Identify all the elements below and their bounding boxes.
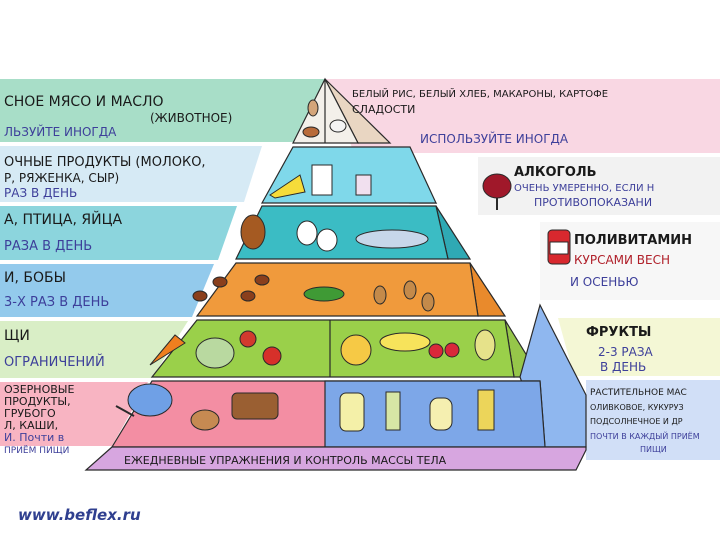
fish-icon [355, 229, 429, 249]
left-panel-meat [0, 79, 325, 142]
carrot-icon [149, 334, 186, 366]
footer-website-link[interactable]: www.beflex.ru [18, 506, 141, 524]
bean-icon [254, 274, 270, 286]
oil-cruet-icon [429, 397, 453, 431]
pastry-icon [307, 99, 319, 117]
right-panel-vitamins-line2: КУРСАМИ ВЕСН [574, 253, 670, 267]
left-panel-grains-line3: ГРУБОГО [4, 407, 56, 420]
glass-of-milk-icon [311, 164, 333, 196]
left-panel-legumes-line2: 3-Х РАЗ В ДЕНЬ [4, 295, 109, 310]
right-panel-alcohol-line3: ПРОТИВОПОКАЗАНИ [534, 196, 652, 209]
right-panel-oils [586, 380, 720, 460]
left-panel-legumes-line1: И, БОБЫ [4, 270, 66, 286]
egg-icon [296, 220, 318, 246]
left-panel-legumes [0, 264, 214, 317]
left-panel-dairy [0, 146, 262, 202]
right-panel-fruits [558, 318, 720, 376]
right-panel-oils-line3: ПОДСОЛНЕЧНОЕ И ДР [590, 417, 683, 426]
oil-jug-icon [339, 392, 365, 432]
yogurt-icon [355, 174, 372, 196]
cabbage-icon [195, 337, 235, 369]
tier-dairy [260, 146, 437, 204]
left-panel-grains-line1: ОЗЕРНОВЫЕ [4, 383, 74, 396]
right-panel-vitamins-title: ПОЛИВИТАМИН [574, 233, 692, 248]
right-panel-alcohol [478, 157, 720, 215]
tomato-icon [239, 330, 257, 348]
burger-icon [302, 126, 320, 138]
left-panel-meat-line1: СНОЕ МЯСО И МАСЛО [4, 94, 164, 110]
left-panel-grains-line2: ПРОДУКТЫ, [4, 395, 71, 408]
oil-bottle-icon [385, 391, 401, 431]
right-panel-oils-line4: ПОЧТИ В КАЖДЫЙ ПРИЁМ [590, 430, 700, 441]
pyramid-base [84, 446, 587, 471]
orange-slice-icon [340, 334, 372, 366]
left-panels [0, 79, 325, 446]
right-panels [326, 79, 720, 460]
egg-icon [316, 228, 338, 252]
left-panel-grains [0, 382, 148, 446]
peanut-icon [421, 292, 435, 312]
strawberry-icon [444, 342, 460, 358]
right-panel-vitamins-line3: И ОСЕНЬЮ [570, 275, 638, 289]
left-text: СНОЕ МЯСО И МАСЛО (ЖИВОТНОЕ) ЛЬЗУЙТЕ ИНО… [4, 94, 232, 456]
right-panel-fruits-line3: В ДЕНЬ [600, 360, 646, 374]
bean-icon [192, 290, 208, 302]
left-panel-vegetables-line2: ОГРАНИЧЕНИЙ [4, 354, 105, 370]
left-panel-protein [0, 206, 237, 260]
peanut-icon [373, 285, 387, 305]
right-panel-refined-line2: СЛАДОСТИ [352, 103, 415, 116]
banana-icon [379, 332, 431, 352]
right-panel-alcohol-line2: ОЧЕНЬ УМЕРЕННО, ЕСЛИ Н [514, 183, 654, 194]
left-panel-grains-line5: И. Почти в [4, 431, 64, 444]
right-panel-refined-line1: БЕЛЫЙ РИС, БЕЛЫЙ ХЛЕБ, МАКАРОНЫ, КАРТОФЕ [352, 87, 608, 100]
right-panel-fruits-title: ФРУКТЫ [586, 325, 651, 340]
base-label: ЕЖЕДНЕВНЫЕ УПРАЖНЕНИЯ И КОНТРОЛЬ МАССЫ Т… [124, 454, 447, 467]
left-panel-grains-line6: ПРИЁМ ПИЩИ [4, 445, 69, 456]
chicken-leg-icon [240, 214, 266, 250]
bean-icon [212, 276, 228, 288]
bread-roll-icon [190, 409, 220, 431]
right-panel-oils-line5: ПИЩИ [640, 445, 667, 454]
wine-glass-icon [482, 173, 512, 199]
food-icons [115, 99, 571, 432]
left-panel-dairy-line2: Р, РЯЖЕНКА, СЫР) [4, 171, 119, 185]
right-text: БЕЛЫЙ РИС, БЕЛЫЙ ХЛЕБ, МАКАРОНЫ, КАРТОФЕ… [352, 87, 700, 454]
right-panel-refined-line3: ИСПОЛЬЗУЙТЕ ИНОГДА [420, 131, 569, 146]
bread-loaf-icon [231, 392, 279, 420]
right-panel-oils-line1: РАСТИТЕЛЬНОЕ МАС [590, 388, 687, 398]
left-panel-meat-line3: ЛЬЗУЙТЕ ИНОГДА [4, 124, 117, 139]
peanut-icon [403, 280, 417, 300]
right-panel-alcohol-title: АЛКОГОЛЬ [514, 165, 597, 180]
bean-icon [240, 290, 256, 302]
right-panel-refined [326, 79, 720, 153]
right-panel-oils-line2: ОЛИВКОВОЕ, КУКУРУЗ [590, 403, 684, 412]
vitamin-bottle-label-icon [549, 241, 569, 255]
strawberry-icon [428, 343, 444, 359]
bell-pepper-icon [262, 346, 282, 366]
left-panel-protein-line2: РАЗА В ДЕНЬ [4, 239, 92, 254]
left-panel-protein-line1: А, ПТИЦА, ЯЙЦА [4, 210, 122, 228]
cake-icon [329, 119, 347, 133]
left-panel-vegetables-line1: ЩИ [4, 328, 30, 344]
spoon-icon [115, 405, 135, 417]
left-panel-dairy-line3: РАЗ В ДЕНЬ [4, 186, 77, 200]
pear-icon [474, 329, 496, 361]
right-panel-vitamins [540, 222, 720, 300]
oil-bottle-icon [477, 389, 495, 431]
left-panel-dairy-line1: ОЧНЫЕ ПРОДУКТЫ (МОЛОКО, [4, 155, 206, 170]
left-panel-vegetables [0, 321, 188, 378]
left-panel-meat-line2: (ЖИВОТНОЕ) [150, 111, 232, 125]
left-panel-grains-line4: Л, КАШИ, [4, 419, 58, 432]
right-panel-fruits-line2: 2-3 РАЗА [598, 345, 654, 359]
cheese-icon [269, 174, 306, 199]
pea-pod-icon [303, 286, 345, 302]
porridge-bowl-icon [127, 383, 173, 417]
